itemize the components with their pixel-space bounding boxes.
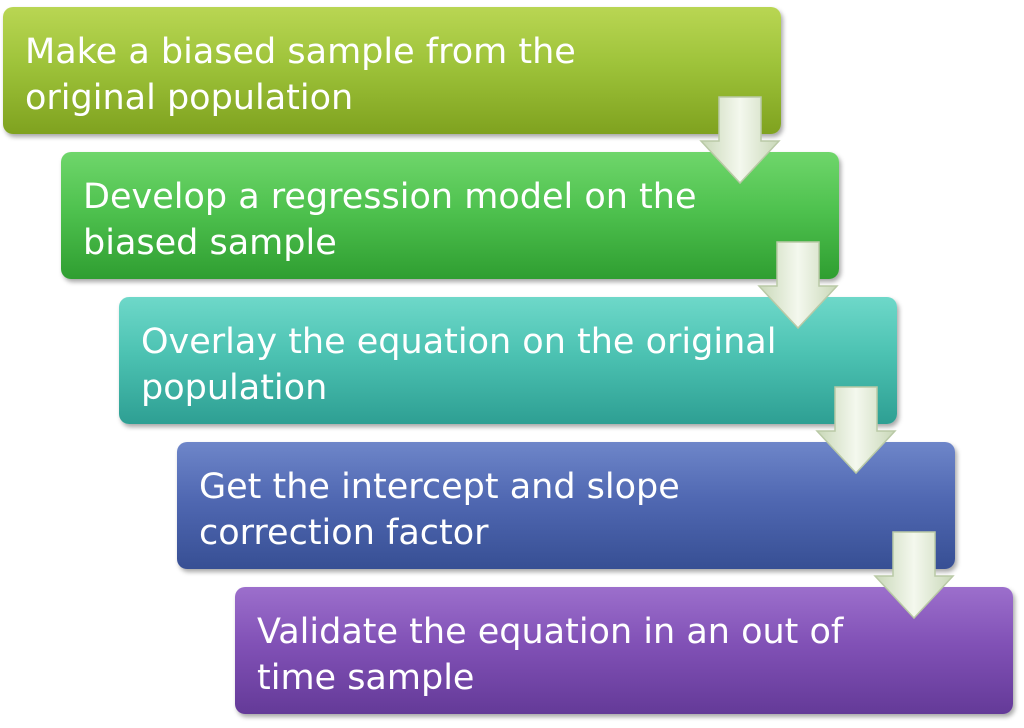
down-arrow-icon xyxy=(815,386,897,475)
step-4-label: Get the intercept and slope correction f… xyxy=(199,467,680,553)
down-arrow-icon xyxy=(873,531,955,620)
step-3-label: Overlay the equation on the original pop… xyxy=(141,322,777,408)
step-2-box: Develop a regression model on the biased… xyxy=(61,152,839,279)
down-arrow-icon xyxy=(699,96,781,185)
step-2-label: Develop a regression model on the biased… xyxy=(83,177,697,263)
step-1-box: Make a biased sample from the original p… xyxy=(3,7,781,134)
down-arrow-icon xyxy=(757,241,839,330)
step-3-box: Overlay the equation on the original pop… xyxy=(119,297,897,424)
step-5-box: Validate the equation in an out of time … xyxy=(235,587,1013,714)
step-4-box: Get the intercept and slope correction f… xyxy=(177,442,955,569)
step-5-label: Validate the equation in an out of time … xyxy=(257,612,844,698)
step-1-label: Make a biased sample from the original p… xyxy=(25,32,576,118)
